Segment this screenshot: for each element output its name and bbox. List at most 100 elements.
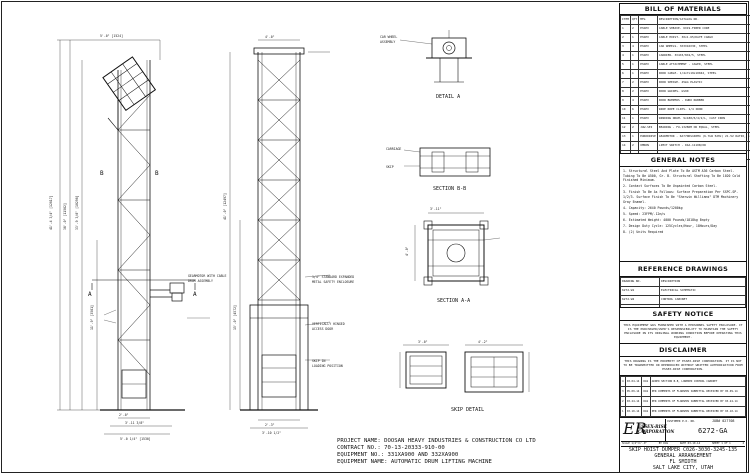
bom-cell: 2 [629,123,640,133]
skip-detail-label: SKIP DETAIL [451,407,484,413]
bom-cell: 12 [620,123,631,133]
bom-header-cell: ITEM [620,15,631,25]
general-note-item: 2- Contact Surfaces To Be Unpainted Carb… [623,184,718,189]
job-number: JOB# 027708 [712,419,735,423]
revision-cell: DGS [641,386,651,397]
reference-drawings: REFERENCE DRAWINGS DRAWING NO. DESCRIPTI… [619,261,747,314]
bom-cell: LIMIT SWITCH - D4A-1110N/OR [656,141,750,151]
svg-text:2'-0": 2'-0" [119,413,129,417]
skip-detail-view [399,344,449,389]
section-aa-view [414,212,501,286]
revision-cell: 03-10-14 [624,406,643,417]
bill-of-materials: BILL OF MATERIALS ITEM QTY MFG DESCRIPTI… [619,3,750,160]
revision-cell: 05-09-14 [624,386,643,397]
svg-text:3'-0": 3'-0" [418,340,428,344]
bom-cell: CAR WHEELS- 3X3X16X30, STEEL [656,42,750,52]
detail-a-label: DETAIL A [436,94,460,100]
svg-text:3'-11": 3'-11" [430,207,442,211]
bom-cell: CARRIER- 3X4X3/8X2/5, STEEL [656,51,750,61]
bom-cell: 2 [629,78,640,88]
bom-cell: 7 [620,78,631,88]
company-logo: ER ESSEX-RISE CORPORATION [621,419,674,441]
revision-cell: DGS [641,406,651,417]
svg-text:3'-11 3/8": 3'-11 3/8" [125,421,144,425]
safety-notice: SAFETY NOTICE THIS EQUIPMENT WAS FURNISH… [619,307,747,345]
svg-text:33'-9 3/8" [10296]: 33'-9 3/8" [10296] [75,195,79,230]
general-note-item: 7- Design Duty Cycle: 125Cycles/Hour, 18… [623,223,718,228]
bom-cell: ESSEX [638,114,658,124]
svg-text:CAR WHEEL: CAR WHEEL [380,35,397,39]
svg-text:GEARMOTOR WITH CABLE: GEARMOTOR WITH CABLE [188,274,226,278]
general-notes: GENERAL NOTES 1- Structural Steel And Pl… [619,153,747,263]
svg-text:ASSEMBLY: ASSEMBLY [380,40,395,44]
bom-cell: DOOR BUMPERS - DURO RUBBER [656,96,750,106]
revision-cell: ADDED SECTION B-B, LOWERED CONTROL CABIN… [649,376,747,387]
bom-cell: ESSEX [638,24,658,34]
disclaimer-title: DISCLAIMER [620,344,746,357]
drawing-date: DATE 03-10-14 [679,442,701,445]
contract-number: CONTRACT NO.: 70-13-20333-910-00 [337,445,445,451]
svg-text:4'-2": 4'-2" [478,340,488,344]
drawing-title: SKIP HOIST DUMPER C026-3030-3245-135 [628,447,738,453]
bom-header-cell: QTY [629,15,640,25]
bom-cell: DOOR CABLE- 1/4x7x19x10042, STEEL [656,69,750,79]
bom-cell: 9 [620,96,631,106]
svg-text:ACCESS DOOR: ACCESS DOOR [312,327,333,331]
bom-cell: WINDING DRUM- 9x180/6/4/2/L, CAST IRON [656,114,750,124]
bom-cell: DOOR GUIDES- GS90 [656,87,750,97]
general-note-item: 8- (2) Units Required [623,230,664,235]
company-name-line1: ESSEX-RISE [638,424,667,429]
bom-cell: ESSEX [638,87,658,97]
bom-cell: ESSEX [638,69,658,79]
svg-text:11'-9" [3581]: 11'-9" [3581] [90,305,94,330]
bom-cell: CABLE ATTACHMENT - CAGED, STEEL [656,60,750,70]
bom-cell: GEARMOTOR - KA77DRS100M4 (6.7kW 52Hz) 21… [656,132,750,142]
disclaimer-text: THIS DRAWING IS THE PROPERTY OF ESSEX-RI… [623,359,743,371]
svg-text:CARRIAGE: CARRIAGE [386,147,401,151]
section-mark-a-right: A [193,291,197,298]
bom-cell: 1 [629,51,640,61]
project-name: PROJECT NAME: DOOSAN HEAVY INDUSTRIES & … [337,438,536,444]
bom-cell: 1 [629,114,640,124]
svg-text:15'-0" [4572]: 15'-0" [4572] [233,305,237,330]
bom-cell: ESSEX [638,96,658,106]
reference-cell: ELECTRICAL SCHEMATIC [659,286,746,296]
reference-header-cell: DRAWING NO. [620,277,660,287]
bom-cell: 4 [629,96,640,106]
bom-cell: 1 [629,69,640,79]
bom-cell: ESSEX [638,33,658,43]
title-block: ER ESSEX-RISE CORPORATION CUSTOMER P.O. … [619,417,747,473]
svg-text:METAL SAFETY ENCLOSURE: METAL SAFETY ENCLOSURE [312,280,354,284]
reference-cell: 6272-W2 [620,295,660,305]
customer-name: FL SMIDTH [669,459,697,465]
bom-cell: 2 [620,33,631,43]
equipment-number: EQUIPMENT NO.: 331XA900 AND 332XA900 [337,452,459,458]
title-block-column: BILL OF MATERIALS ITEM QTY MFG DESCRIPTI… [619,3,750,473]
bom-cell: 1 [629,33,640,43]
svg-text:SKIP: SKIP [386,165,394,169]
section-mark-b-right: B [155,170,159,177]
revision-cell: PER COMMENTS OF FLOWSERV SUBMITTAL RECEI… [649,406,747,417]
bom-header-cell: DESCRIPTION/CATALOG NO. [656,15,750,25]
bom-cell: OMRON [638,141,658,151]
bom-title: BILL OF MATERIALS [620,4,746,15]
bom-cell: 11 [620,114,631,124]
safety-notice-text: THIS EQUIPMENT WAS FURNISHED WITH A PERS… [623,323,743,339]
bom-cell: 14 [620,141,631,151]
safety-notice-title: SAFETY NOTICE [620,308,746,321]
general-note-item: 5- Speed: 23FPM/.12m/s [623,211,666,216]
bom-cell: 2 [629,24,640,34]
bom-cell: 2 [629,87,640,97]
bom-cell: CABLE HOIST- 30x1.65/DAYE CARGO [656,33,750,43]
svg-text:SKIP IN: SKIP IN [312,359,326,363]
detail-a-view [399,30,472,83]
bom-cell: 10 [620,105,631,115]
